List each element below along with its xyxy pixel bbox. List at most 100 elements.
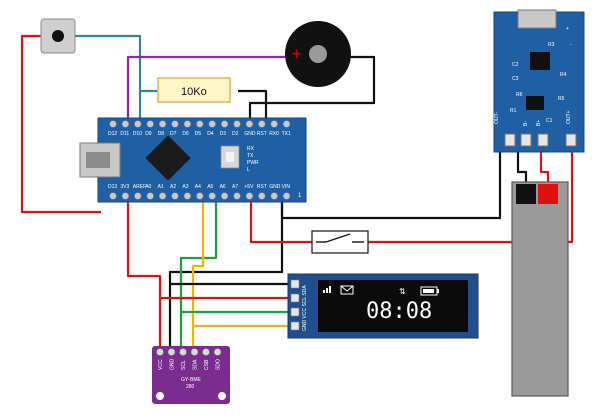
nano-top-pin-label: D5 [195,131,202,137]
bme280-chip-text-1: GY- [181,377,190,383]
nano-bottom-pin-label: A1 [158,184,164,190]
nano-top-pins [109,120,291,128]
buzzer-plus-label: + [291,47,302,62]
nano-bottom-pin-label: GND [269,184,281,190]
charger-label: C2 [512,62,519,68]
nano-bottom-pin-label: A4 [195,184,201,190]
resistor: 10Ko [157,77,231,103]
nano-bottom-pin [282,192,291,200]
charger-label: OUT+ [566,110,572,124]
wire-black-bme-gnd [168,200,284,350]
nano-top-pin [146,120,154,128]
nano-bottom-pin-label: RST [257,184,267,190]
wire-green-scl [179,200,218,350]
nano-top-pin [158,120,167,128]
resistor-label: 10Ko [181,86,207,98]
sync-icon: ⇅ [399,287,406,296]
nano-top-pin [233,120,241,128]
wire-black-battery [516,148,528,186]
wire-red-vcc [126,200,162,350]
nano-bottom-pin [183,192,192,200]
nano-bottom-pin [270,192,278,200]
wire-black-charger [280,148,502,220]
nano-top-pin-label: TX1 [282,131,291,137]
nano-top-pin [121,120,130,128]
nano-top-pin-label: D4 [207,131,214,137]
nano-top-pin-label: D7 [170,131,177,137]
nano-bottom-pin-label: VIN [282,184,291,190]
nano-top-pin [245,120,254,128]
nano-top-pin [134,120,142,128]
wire-teal-button [72,34,142,122]
oled-display: GND VCC SCL SDA ⇅ 08:08 [287,273,479,339]
bme280-pin-label: GND [170,359,176,371]
oled-time: 08:08 [366,299,432,324]
wire-red-switch [249,200,312,244]
charger-label: R6 [516,92,523,98]
bme280-pin [167,348,176,356]
nano-bottom-pin [171,192,179,200]
bme280-pin-label: SCL [181,360,187,370]
bme280-pin [202,348,210,356]
nano-bottom-pin-label: A7 [232,184,238,190]
oled-pins [290,279,300,331]
wires [20,34,574,350]
nano-top-pin [171,120,179,128]
usb-connector [79,142,121,178]
nano-top-pin-label: D3 [220,131,227,137]
mail-icon [340,285,354,295]
wire-red-battery [539,148,550,186]
nano-bottom-pin-label: A2 [170,184,176,190]
charger-label: + [566,26,569,32]
nano-status-label: PWR [247,160,259,166]
nano-bottom-pin-label: +5V [244,184,254,190]
nano-top-pin [258,120,266,128]
bme280-pin-label: CSB [204,359,210,370]
bme280-pin-label: VCC [158,359,164,370]
nano-bottom-pin [208,192,216,200]
battery [511,181,569,397]
nano-bottom-pins [109,192,291,200]
oled-pin [290,321,300,331]
wire-red-button [20,34,101,214]
oled-pin [290,293,300,303]
nano-top-pin-label: D11 [120,131,129,137]
battery-icon [420,286,439,296]
bme280-chip-text-3: 280 [186,384,195,390]
charger-label: R3 [548,42,555,48]
nano-top-pin-label: D6 [182,131,189,137]
svg-text:⇅: ⇅ [399,287,406,296]
charger-label: R5 [558,96,565,102]
nano-top-pin-label: GND [244,131,256,137]
charger-pads [504,133,577,147]
nano-corner-mark: 1 [298,193,302,199]
push-button [40,18,76,54]
buzzer: + [285,21,351,87]
charger-label: - [570,42,572,48]
nano-status-label: TX [247,153,254,159]
nano-bottom-pin-label: A5 [207,184,213,190]
nano-bottom-pin [121,192,130,200]
nano-top-pin-label: RX0 [269,131,279,137]
bme280-chip-text-2: BME [190,377,202,383]
nano-top-pin-label: D9 [145,131,152,137]
bme280-pins [156,348,222,356]
wire-yellow-sda [191,200,205,350]
nano-bottom-pin-label: D13 [108,184,117,190]
nano-bottom-pin [220,192,229,200]
nano-top-pin [109,120,117,128]
nano-top-pin [196,120,204,128]
nano-bottom-pin [196,192,204,200]
nano-bottom-pin-label: A3 [182,184,188,190]
charger-label: B- [523,121,529,126]
nano-top-pin [220,120,229,128]
signal-icon [323,286,331,293]
nano-top-pin-label: D12 [108,131,117,137]
bme280-pin [190,348,199,356]
